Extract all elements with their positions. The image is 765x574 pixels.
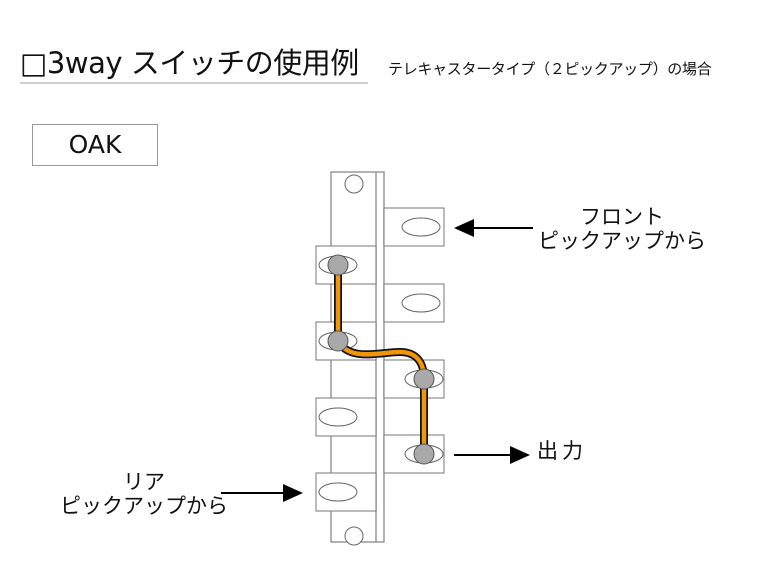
solder-points (327, 254, 435, 465)
solder-dot-right-3 (413, 368, 435, 390)
title-underline: □3way スイッチの使用例 (20, 44, 368, 84)
page-title: □3way スイッチの使用例 (20, 46, 359, 80)
mount-hole-top (344, 174, 364, 194)
terminal-left-4 (315, 472, 377, 512)
solder-dot-left-2 (327, 330, 349, 352)
terminal-left-3 (315, 397, 377, 437)
terminal-right-2 (383, 283, 445, 323)
brand-label-box: OAK (32, 124, 158, 166)
front-label-line1: フロント (580, 205, 664, 229)
arrow-right-icon (510, 446, 530, 464)
wire-core (335, 265, 427, 454)
solder-dot-left-1 (327, 254, 349, 276)
right-terminals (383, 207, 445, 474)
mount-hole-bottom (344, 526, 364, 546)
output-label: 出力 (537, 439, 587, 463)
front-input-arrow (454, 219, 533, 237)
page-subtitle: テレキャスタータイプ（２ピックアップ）の場合 (388, 60, 712, 78)
output-arrow (454, 446, 530, 464)
terminal-right-1 (383, 207, 445, 247)
jumper-wires (334, 265, 428, 454)
rear-label-line1: リア (123, 470, 165, 494)
solder-dot-right-4 (413, 443, 435, 465)
arrow-right-icon (283, 484, 303, 502)
arrow-left-icon (454, 219, 474, 237)
rear-label-line2: ピックアップから (60, 494, 228, 518)
rear-pickup-label: リア ピックアップから (46, 470, 242, 518)
front-pickup-label: フロント ピックアップから (527, 205, 717, 253)
front-label-line2: ピックアップから (538, 229, 706, 253)
rear-input-arrow (221, 484, 303, 502)
